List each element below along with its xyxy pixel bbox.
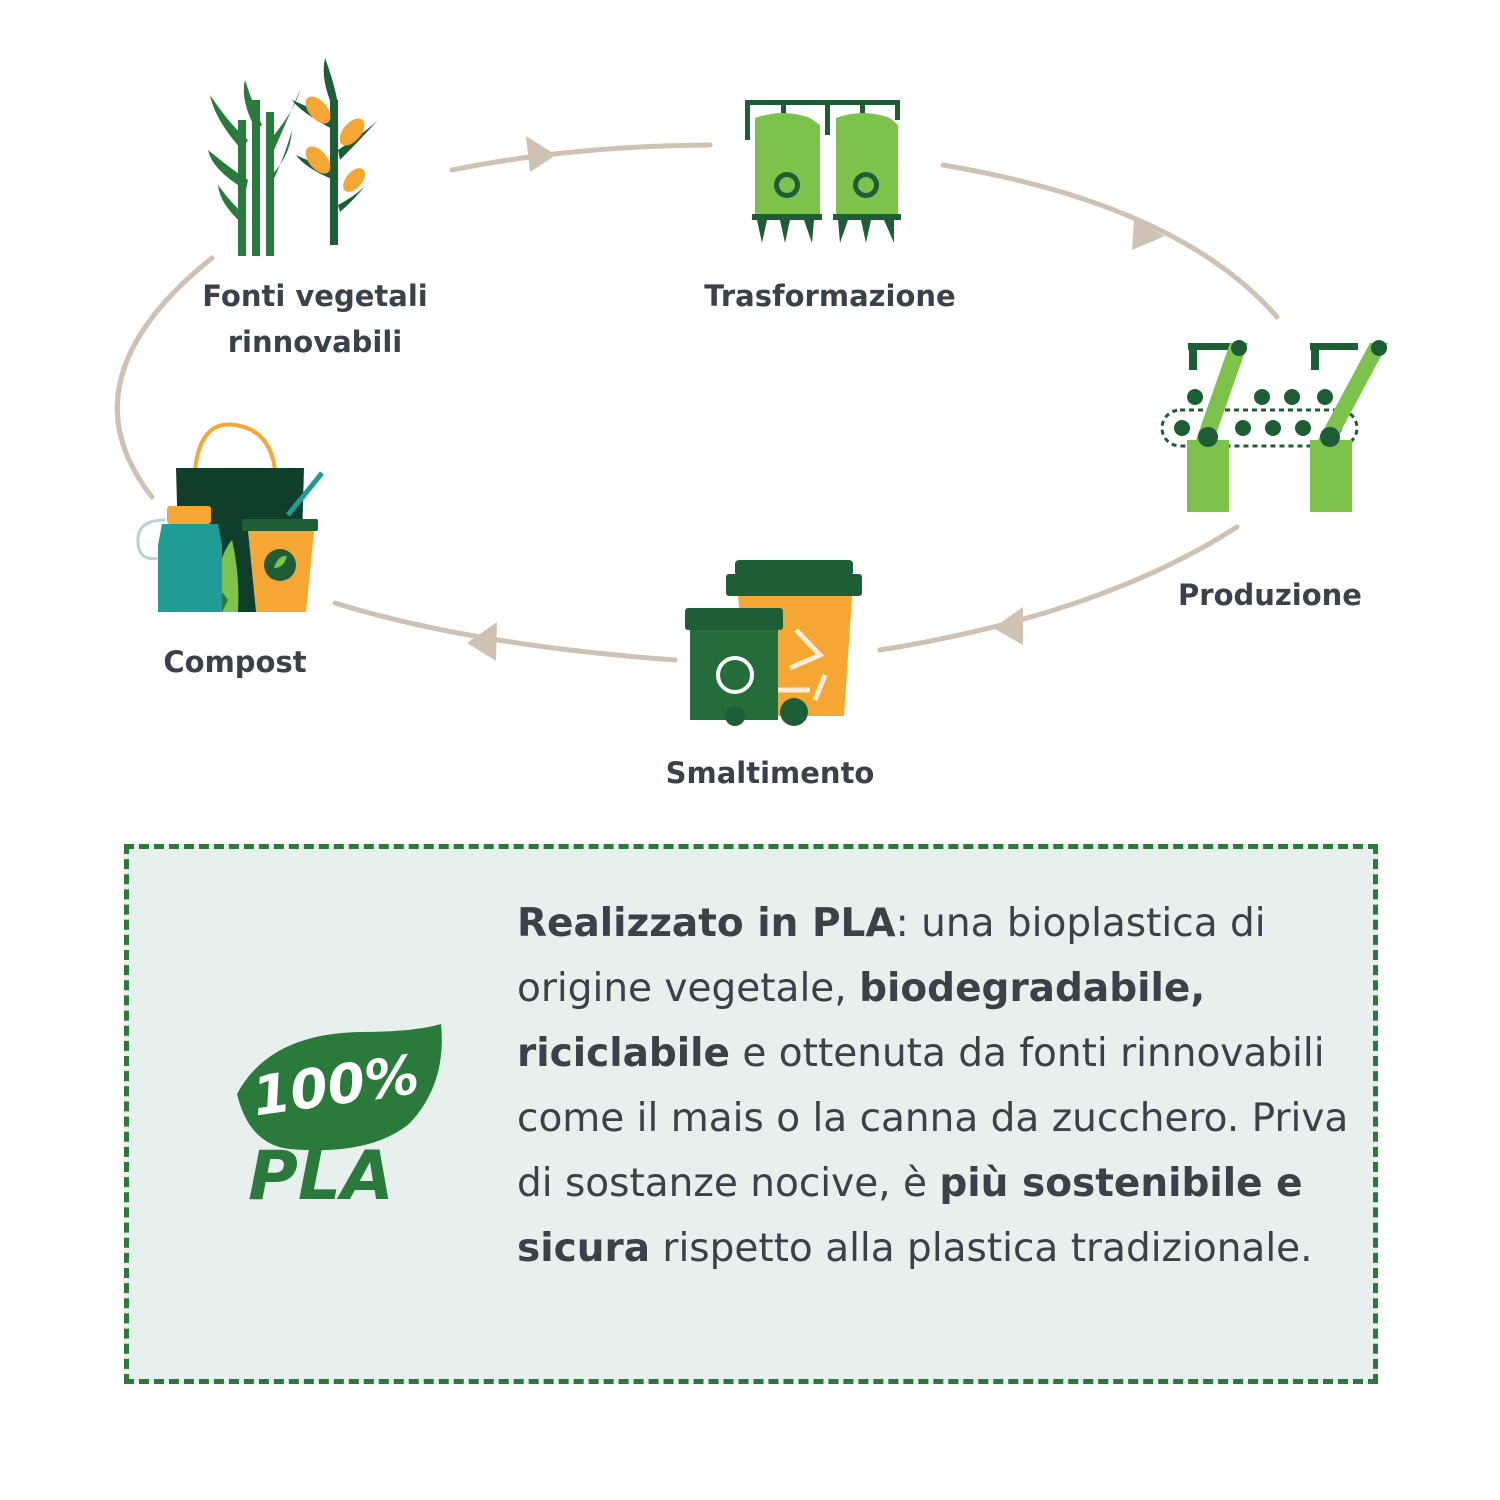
arrow-head-3 [993, 607, 1023, 645]
arrow-head-1 [526, 136, 556, 172]
arrow-head-2 [1132, 220, 1165, 250]
stage-label-produzione: Produzione [1178, 578, 1362, 612]
sugarcane-corn-icon [208, 58, 378, 256]
stage-label-smaltimento: Smaltimento [665, 756, 875, 790]
arc-smaltimento-to-compost [332, 600, 678, 663]
stage-label-fonti: Fonti vegetali rinnovabili [202, 279, 428, 359]
arc-produzione-to-smaltimento [877, 524, 1240, 653]
arc-fonti-to-trasformazione [449, 142, 713, 173]
robotic-conveyor-icon [1160, 340, 1388, 512]
badge-line2: PLA [248, 1137, 394, 1214]
eco-products-icon [136, 422, 324, 612]
silo-tanks-icon [745, 100, 901, 243]
info-bold-bio: biodegradabile, riciclabile [517, 966, 1206, 1076]
arc-trasformazione-to-produzione [940, 162, 1280, 320]
info-bold-pla: Realizzato in PLA [517, 901, 896, 946]
pla-badge-icon: 100% PLA [237, 1024, 442, 1214]
cycle-diagram [114, 58, 1388, 726]
recycling-bins-icon [685, 560, 862, 726]
info-bold-sicura: più sostenibile e sicura [517, 1161, 1303, 1271]
stage-label-compost: Compost [163, 645, 307, 679]
info-box: 100% PLA Realizzato in PLA: una bioplast… [124, 844, 1378, 1384]
leaf-shape [237, 1024, 442, 1151]
info-text: Realizzato in PLA: una bioplastica di or… [517, 901, 1349, 1271]
arrow-head-4 [467, 622, 497, 661]
arc-compost-to-fonti [114, 255, 215, 500]
stage-label-trasformazione: Trasformazione [704, 279, 956, 313]
